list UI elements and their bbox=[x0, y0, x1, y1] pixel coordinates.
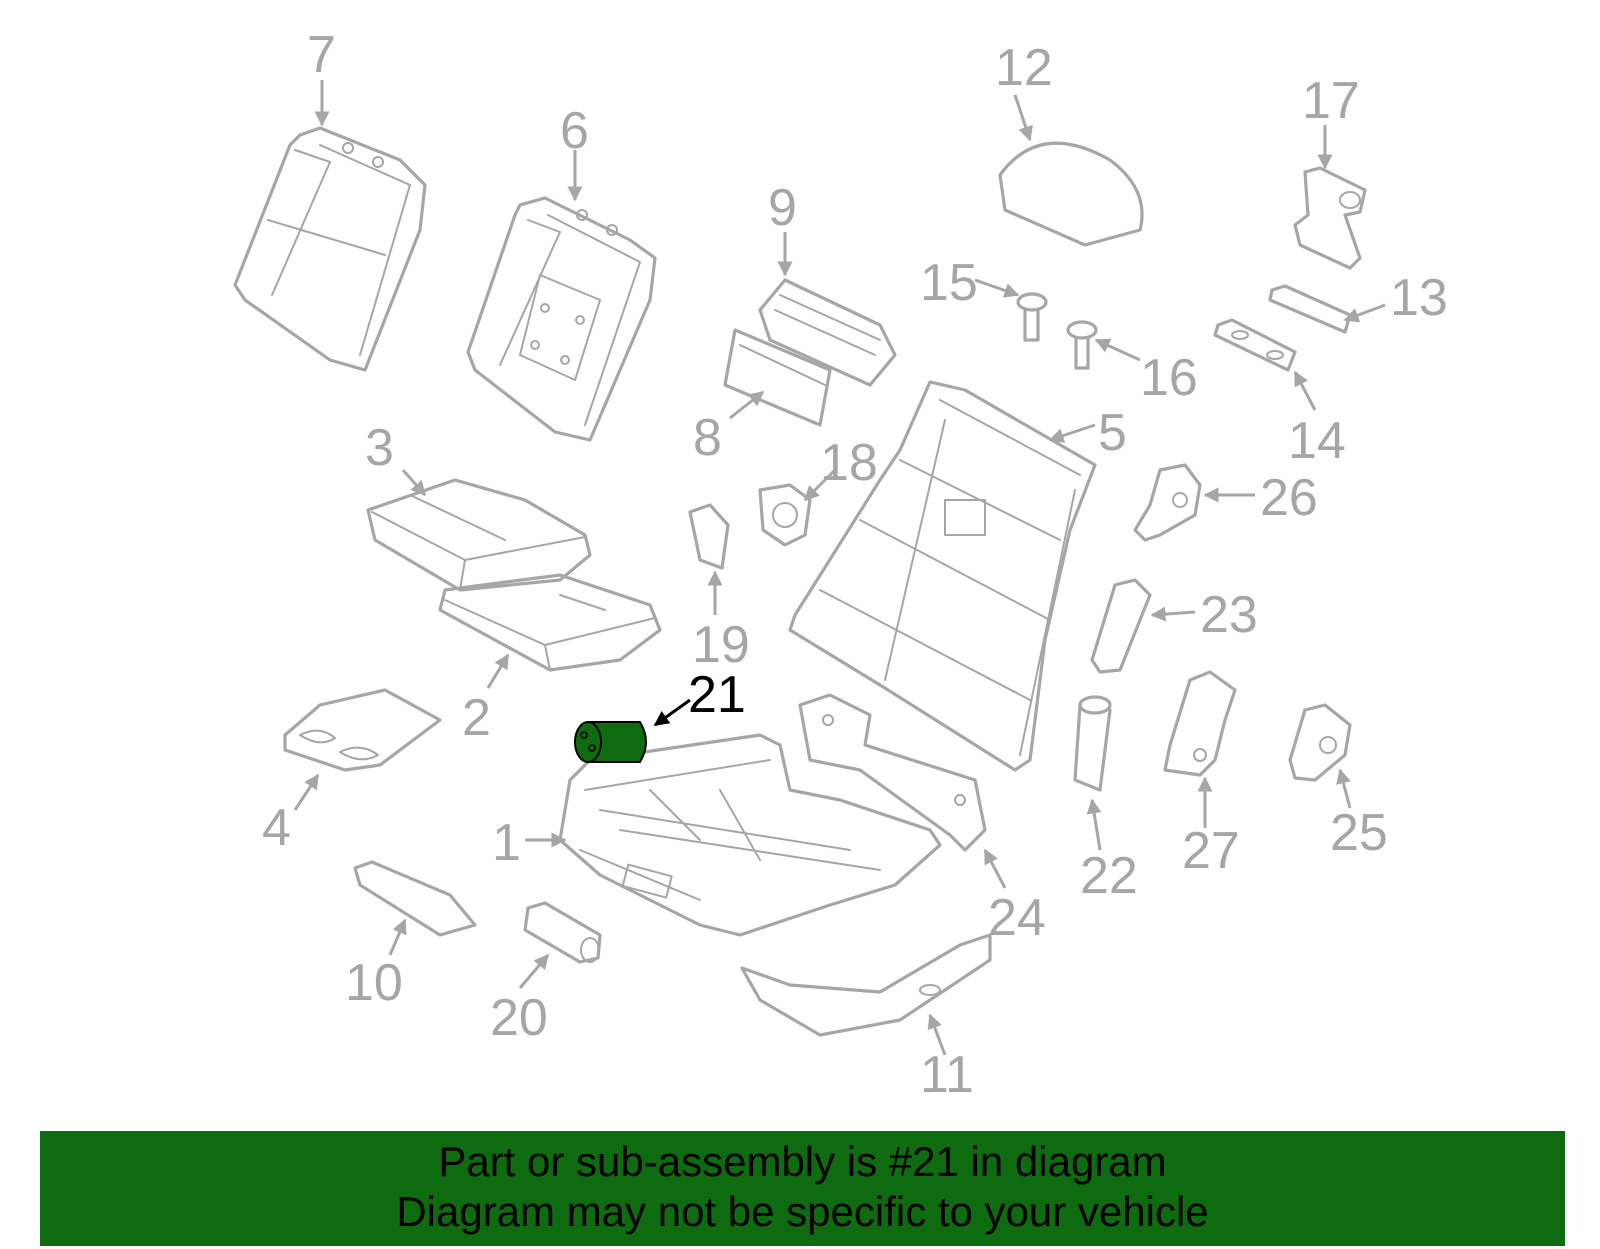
callout-11: 11 bbox=[920, 1046, 974, 1104]
banner-line-1: Part or sub-assembly is #21 in diagram bbox=[438, 1138, 1167, 1185]
info-banner: Part or sub-assembly is #21 in diagram D… bbox=[40, 1131, 1565, 1246]
banner-line-2: Diagram may not be specific to your vehi… bbox=[396, 1188, 1209, 1235]
callout-14: 14 bbox=[1288, 412, 1346, 470]
part-13-plate bbox=[1268, 284, 1352, 334]
part-23-motor bbox=[1090, 578, 1152, 674]
part-25-hinge bbox=[1288, 703, 1352, 782]
part-16-guide bbox=[1066, 320, 1098, 370]
callout-24: 24 bbox=[988, 889, 1046, 947]
part-27-hinge bbox=[1163, 670, 1237, 777]
callout-18: 18 bbox=[820, 434, 878, 492]
part-12-headrest bbox=[998, 141, 1144, 247]
callout-23: 23 bbox=[1200, 586, 1258, 644]
part-21-motor-highlighted[interactable] bbox=[574, 721, 647, 763]
callout-17: 17 bbox=[1302, 72, 1360, 130]
callout-4: 4 bbox=[262, 799, 291, 857]
callout-2: 2 bbox=[462, 689, 491, 747]
callout-19: 19 bbox=[692, 616, 750, 674]
callout-8: 8 bbox=[693, 409, 722, 467]
callout-1: 1 bbox=[492, 814, 521, 872]
parts-diagram: 7 6 9 12 17 15 16 13 14 5 3 8 18 26 19 2… bbox=[233, 26, 1448, 1104]
part-3-cushion-cover bbox=[366, 478, 592, 592]
callout-labels: 7 6 9 12 17 15 16 13 14 5 3 8 18 26 19 2… bbox=[262, 26, 1448, 1104]
part-6-seat-back-pad bbox=[466, 196, 657, 442]
part-14-plate bbox=[1213, 318, 1297, 372]
callout-26: 26 bbox=[1260, 469, 1318, 527]
callout-5: 5 bbox=[1098, 404, 1127, 462]
callout-7: 7 bbox=[307, 26, 336, 84]
part-7-seat-back-cover bbox=[233, 126, 427, 372]
part-9-armrest-housing bbox=[758, 278, 897, 387]
part-20-motor bbox=[523, 901, 602, 964]
callout-21: 21 bbox=[688, 666, 746, 724]
callout-16: 16 bbox=[1140, 349, 1198, 407]
callout-10: 10 bbox=[345, 954, 403, 1012]
part-4-cup-holder bbox=[283, 688, 442, 772]
callout-15: 15 bbox=[920, 254, 978, 312]
part-18-cover bbox=[758, 483, 812, 547]
part-2-cushion-pad bbox=[438, 573, 662, 672]
callout-3: 3 bbox=[365, 419, 394, 477]
part-1-seat-frame bbox=[558, 733, 942, 937]
callout-13: 13 bbox=[1390, 269, 1448, 327]
part-5-seat-back-frame bbox=[788, 380, 1097, 772]
callout-20: 20 bbox=[490, 989, 548, 1047]
callout-9: 9 bbox=[768, 179, 797, 237]
callout-25: 25 bbox=[1330, 804, 1388, 862]
part-19-cap bbox=[688, 503, 730, 570]
part-24-bracket bbox=[798, 693, 987, 852]
leader-arrows bbox=[293, 80, 1386, 1056]
part-26-hinge bbox=[1133, 463, 1202, 542]
part-15-guide bbox=[1016, 292, 1048, 342]
callout-22: 22 bbox=[1080, 847, 1138, 905]
callout-27: 27 bbox=[1182, 822, 1240, 880]
callout-12: 12 bbox=[995, 39, 1053, 97]
part-22-motor bbox=[1073, 695, 1112, 792]
part-17-bracket bbox=[1293, 166, 1367, 270]
part-8-trim-panel bbox=[723, 328, 832, 427]
part-11-lower-trim bbox=[740, 933, 992, 1037]
part-10-trim-strip bbox=[353, 860, 477, 937]
callout-6: 6 bbox=[560, 102, 589, 160]
